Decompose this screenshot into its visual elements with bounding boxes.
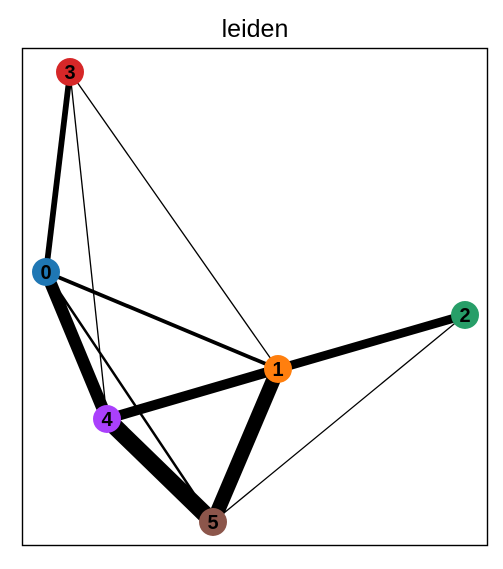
node-4-circle <box>93 405 121 433</box>
node-3-label: 3 <box>64 62 75 84</box>
nodes-layer: 0 1 2 3 4 5 <box>32 58 479 536</box>
edge-1-5 <box>206 366 285 525</box>
node-5-circle <box>199 508 227 536</box>
node-0-label: 0 <box>40 262 51 284</box>
node-1-circle <box>264 355 292 383</box>
plot-title: leiden <box>222 15 289 43</box>
node-0-circle <box>32 258 60 286</box>
edge-0-5 <box>44 271 215 523</box>
edges-layer <box>40 71 467 529</box>
edge-1-4 <box>105 364 280 424</box>
edge-0-1 <box>45 270 279 371</box>
node-2-label: 2 <box>459 305 470 327</box>
node-5-label: 5 <box>207 512 218 534</box>
edge-1-2 <box>276 310 467 374</box>
plot-frame <box>21 47 489 547</box>
node-4: 4 <box>93 405 121 433</box>
node-1-label: 1 <box>272 359 283 381</box>
node-5: 5 <box>199 508 227 536</box>
edge-3-4 <box>69 71 108 420</box>
node-2: 2 <box>451 301 479 329</box>
node-4-label: 4 <box>101 409 113 431</box>
node-3: 3 <box>56 58 84 86</box>
node-1: 1 <box>264 355 292 383</box>
edge-5-4 <box>101 412 219 529</box>
edge-3-1 <box>69 71 279 370</box>
edge-2-5 <box>212 314 466 523</box>
node-3-circle <box>56 58 84 86</box>
edge-0-3 <box>43 71 73 273</box>
node-2-circle <box>451 301 479 329</box>
node-0: 0 <box>32 258 60 286</box>
edge-0-4 <box>40 269 113 422</box>
